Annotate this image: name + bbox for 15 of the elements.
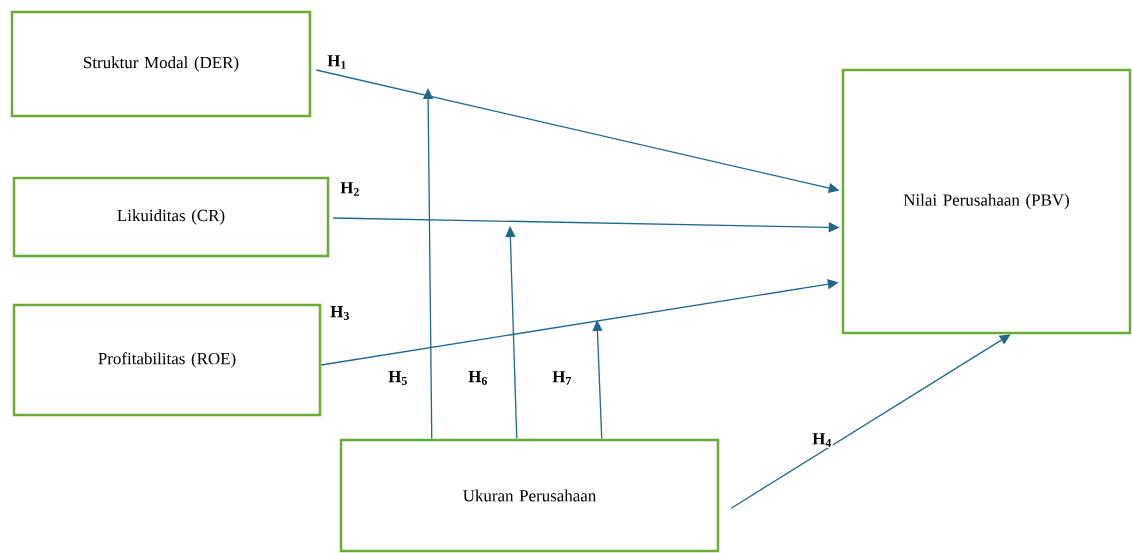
arrow <box>592 320 603 440</box>
variable-box: Likuiditas (CR) <box>12 176 330 258</box>
edge-label: H$_{7}$ <box>551 370 573 386</box>
edge-label: H$_{1}$ <box>326 54 348 70</box>
edge-label: H$_{6}$ <box>467 370 489 386</box>
variable-box: Nilai Perusahaan (PBV) <box>841 68 1132 335</box>
arrow <box>730 334 1011 509</box>
edge-label: H$_{5}$ <box>387 370 409 386</box>
edge-label: H$_{4}$ <box>811 432 833 448</box>
arrow <box>505 226 518 440</box>
edge-label: H$_{3}$ <box>329 305 351 321</box>
variable-box: Struktur Modal (DER) <box>10 10 312 118</box>
variable-box: Ukuran Perusahaan <box>339 438 720 553</box>
edge-label: H$_{2}$ <box>339 181 361 197</box>
variable-box: Profitabilitas (ROE) <box>12 303 322 417</box>
